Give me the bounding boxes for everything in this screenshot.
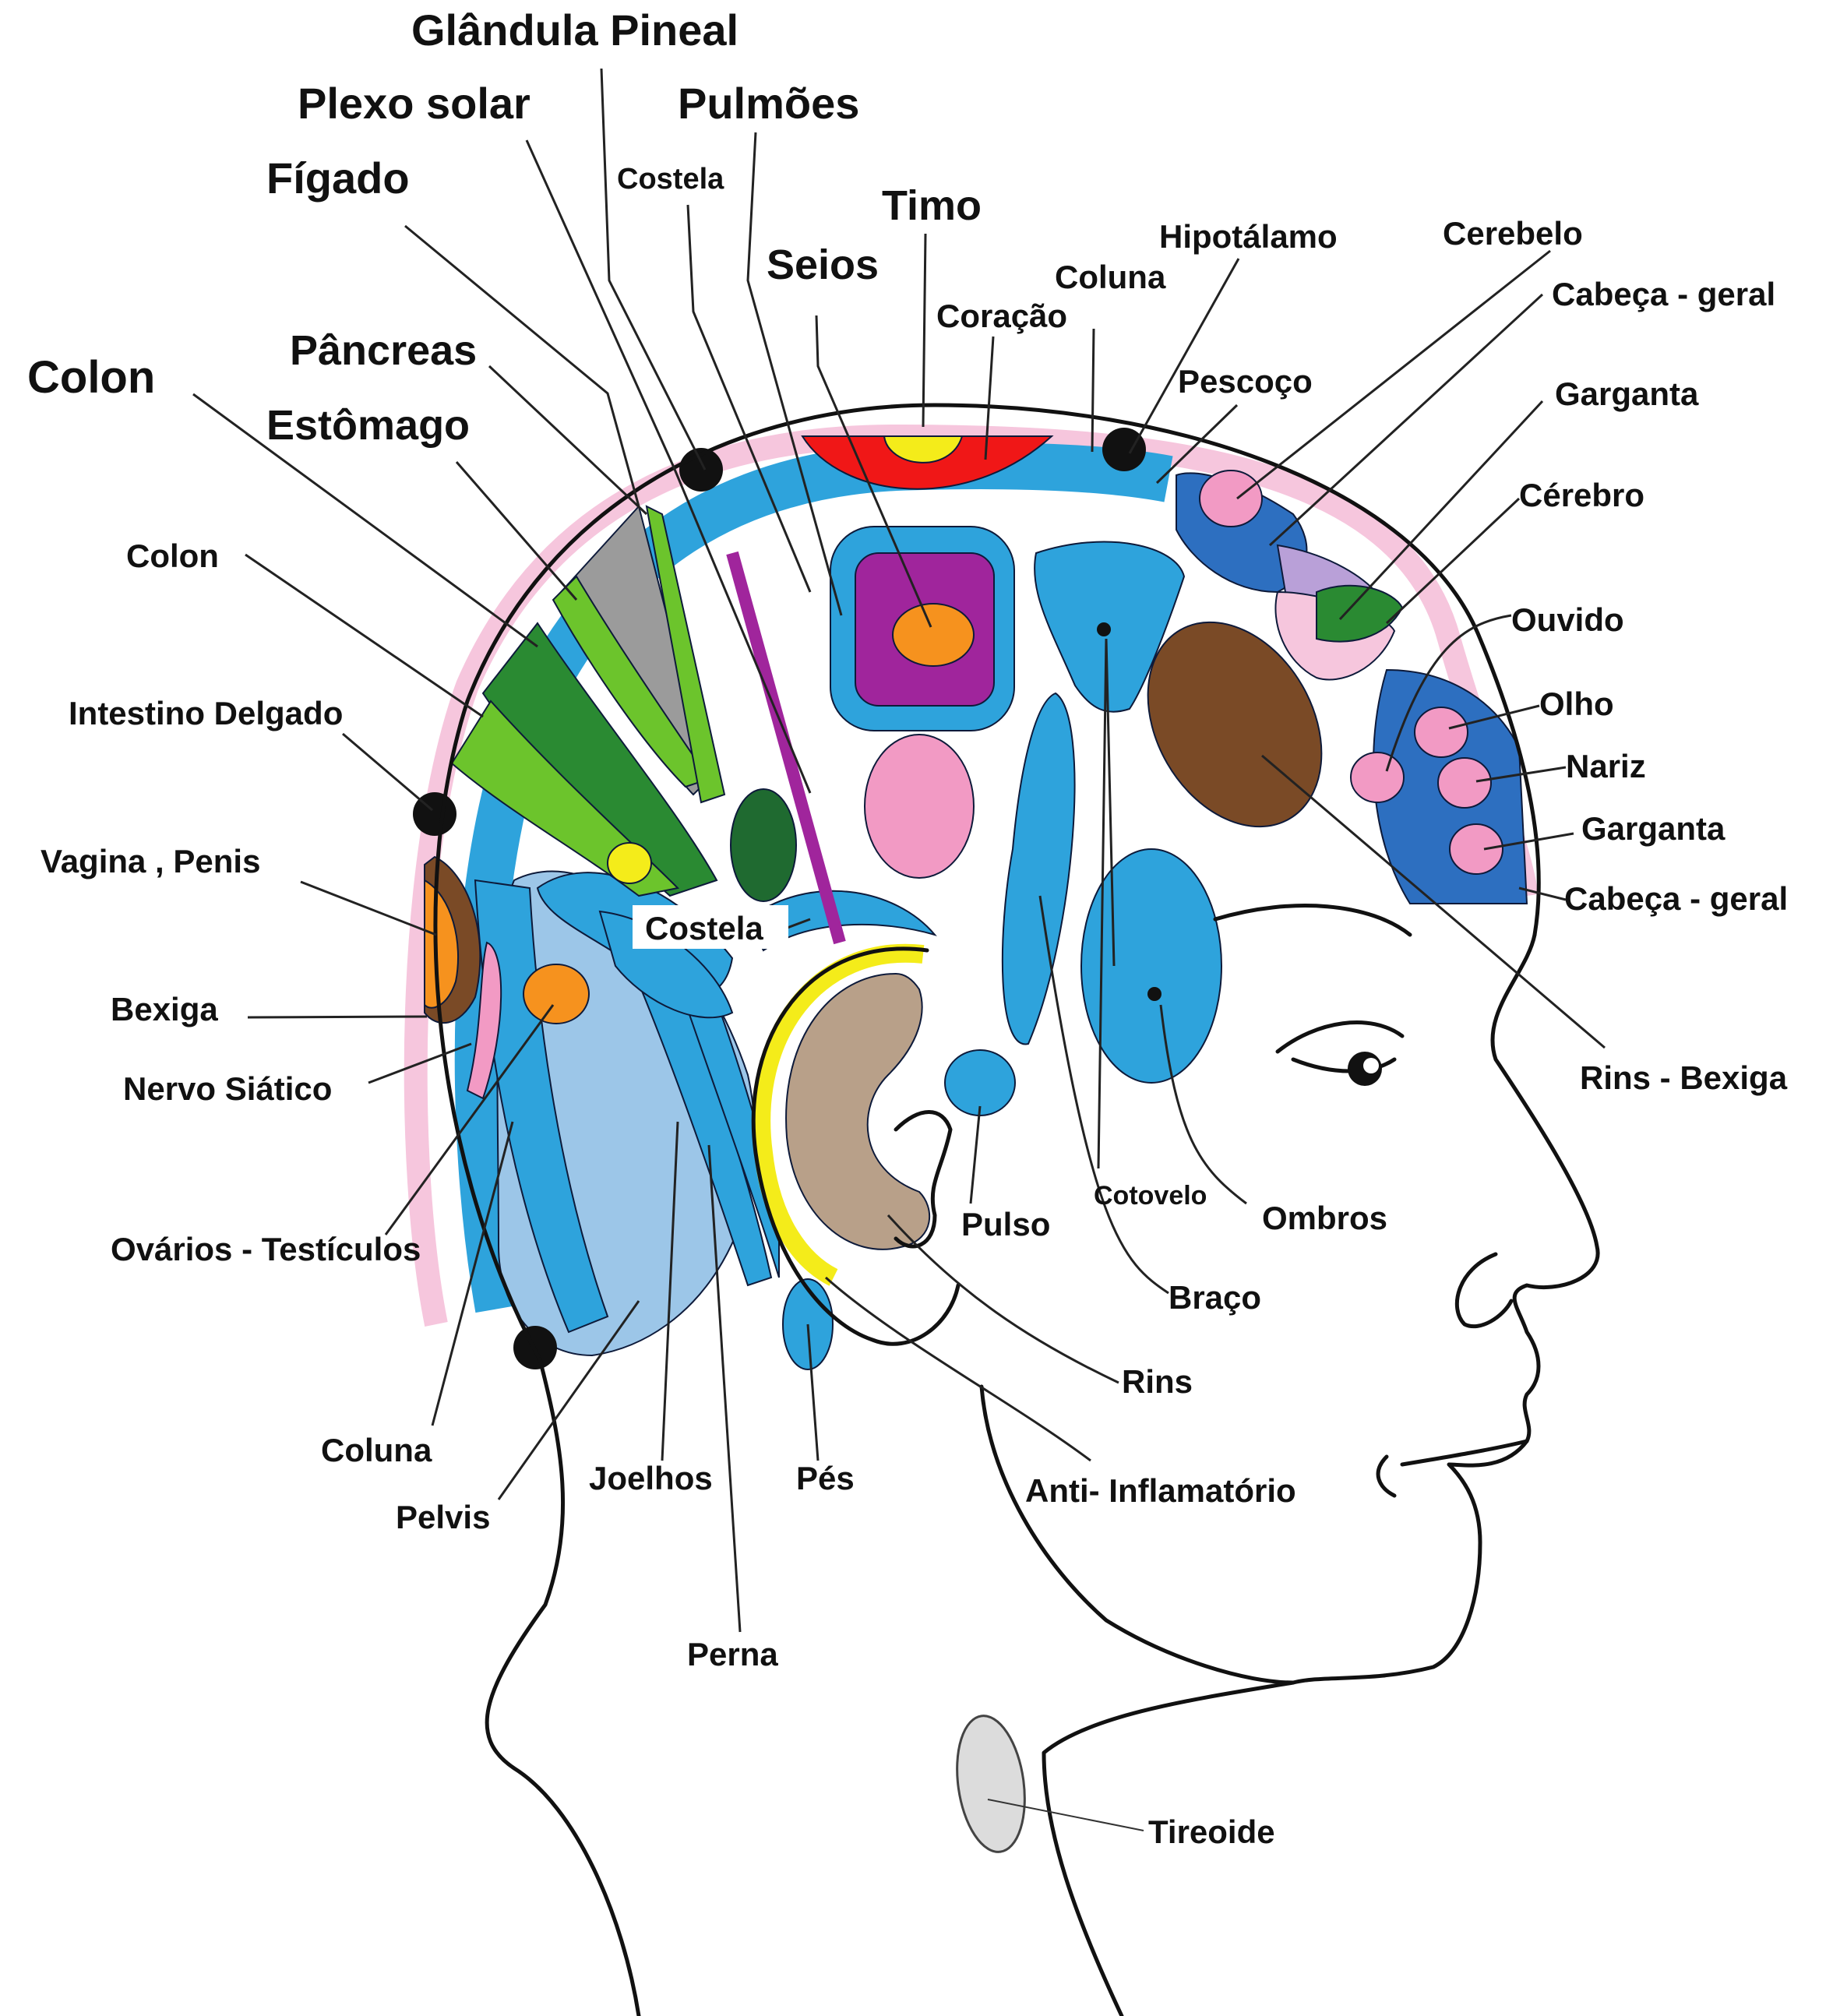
intestine-yellow-dot [608,843,651,883]
label-cerebro: Cérebro [1519,477,1644,513]
lead-estomago [456,462,576,600]
label-braco: Braço [1169,1279,1261,1316]
garganta-dot [1450,824,1503,874]
face-profile [1293,935,1598,1683]
mouth-line [1402,1441,1527,1464]
label-tireoide: Tireoide [1148,1813,1275,1850]
label-bexiga: Bexiga [111,991,218,1027]
lead-cabeca-geral-top [1270,294,1542,545]
label-joelhos: Joelhos [589,1460,713,1496]
label-cabeca-geral-right: Cabeça - geral [1564,880,1788,917]
label-hipotalamo: Hipotálamo [1159,218,1338,255]
plexo-solar-zone [731,789,796,901]
label-coracao: Coração [936,298,1067,334]
label-nariz: Nariz [1566,748,1646,784]
seios-orange-core [893,604,974,666]
marker-dot-ombros-top [1097,622,1111,636]
olho-dot [1415,707,1468,757]
label-ouvido: Ouvido [1511,601,1624,638]
lead-garganta-top [1340,401,1542,619]
label-ovarios-testiculos: Ovários - Testículos [111,1231,421,1267]
label-pes: Pés [796,1460,855,1496]
eye-highlight [1363,1058,1379,1073]
neck-back [487,1359,639,2016]
lead-pancreas [489,366,647,514]
label-pelvis: Pelvis [396,1499,490,1535]
pulso-circle [945,1050,1015,1115]
eyebrow [1215,906,1410,935]
lead-anti-inflamatorio [826,1278,1091,1461]
label-garganta-right: Garganta [1581,810,1725,847]
label-plexo-solar: Plexo solar [298,79,531,128]
label-estomago: Estômago [266,402,470,449]
label-colon-small: Colon [126,537,219,574]
lead-pulso [971,1106,980,1204]
jaw-line [982,1387,1293,1683]
label-garganta-top: Garganta [1555,375,1699,412]
lead-coluna-top [1092,329,1094,452]
label-colon-big: Colon [27,352,155,403]
label-pancreas: Pâncreas [290,327,477,374]
label-rins: Rins [1122,1363,1193,1400]
lead-glandula-pineal [601,69,705,470]
label-olho: Olho [1539,686,1614,722]
zones [413,428,1527,1856]
label-cabeca-geral-top: Cabeça - geral [1552,276,1775,312]
rins-ear-zone [786,974,929,1249]
label-glandula-pineal: Glândula Pineal [411,5,738,55]
label-cerebelo: Cerebelo [1443,215,1583,252]
eye-upper-lid [1278,1023,1402,1052]
label-costela-top: Costela [617,163,724,196]
pink-center-ellipse [865,735,974,878]
label-cotovelo: Cotovelo [1094,1181,1207,1211]
ouvido-dot [1351,752,1404,802]
label-pulmoes: Pulmões [678,79,859,128]
nariz-dot [1438,758,1491,808]
label-ombros: Ombros [1262,1200,1387,1236]
cheek-line [1378,1457,1394,1496]
label-vagina-penis: Vagina , Penis [41,843,260,879]
label-coluna-bottom: Coluna [321,1432,432,1468]
nostril [1457,1254,1511,1327]
label-intestino-delgado: Intestino Delgado [69,695,343,731]
lead-pulmoes [748,132,841,615]
label-perna: Perna [687,1636,778,1672]
label-rins-bexiga: Rins - Bexiga [1580,1059,1788,1096]
label-coluna-top: Coluna [1055,259,1166,295]
label-seios: Seios [767,241,879,288]
label-pulso: Pulso [961,1206,1050,1242]
label-nervo-siatico: Nervo Siático [123,1070,332,1107]
marker-dot-ombros-bottom [1147,987,1161,1001]
label-pescoco: Pescoço [1178,363,1313,400]
tireoide-zone [949,1711,1033,1856]
label-costela-mid: Costela [645,910,763,946]
label-figado: Fígado [266,153,410,203]
label-timo: Timo [882,182,982,229]
cerebelo-pink [1200,471,1262,527]
ovarios-dot [523,964,589,1024]
braco-long-ellipse [1003,693,1075,1044]
lead-colon-small [245,555,483,717]
lead-intestino-delgado [343,734,432,810]
lead-timo [923,234,925,427]
label-anti-inflamatorio: Anti- Inflamatório [1025,1472,1296,1509]
